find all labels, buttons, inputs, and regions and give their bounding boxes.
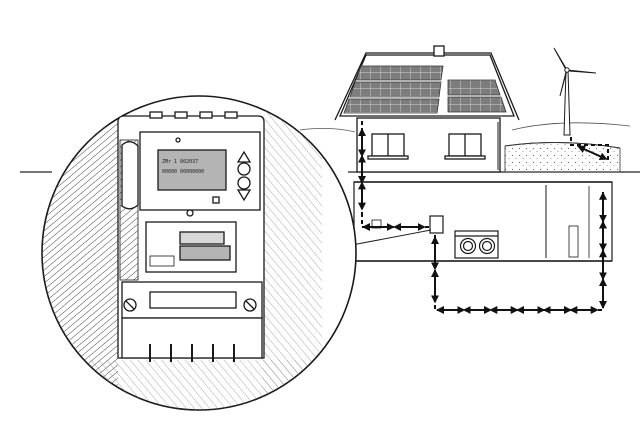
meter-callout: ZMr 1 002037 00000 00000000: [41, 95, 357, 411]
callout-line: [351, 229, 432, 246]
washing-machine-icon: [454, 230, 499, 259]
house: [334, 45, 520, 173]
flow-arrows: [358, 128, 608, 314]
flow-arrow: [577, 145, 608, 161]
lcd-line-1: ZMr 1 002037: [162, 159, 198, 165]
junction-box-icon: [429, 215, 444, 234]
solar-panel-icon: [343, 65, 507, 114]
electricity-meter-icon: ZMr 1 002037 00000 00000000: [117, 111, 265, 362]
lcd-line-2: 00000 00000000: [162, 169, 204, 175]
lcd-display: [157, 149, 227, 191]
wind-turbine-icon: [553, 47, 597, 136]
basement: [353, 181, 613, 262]
